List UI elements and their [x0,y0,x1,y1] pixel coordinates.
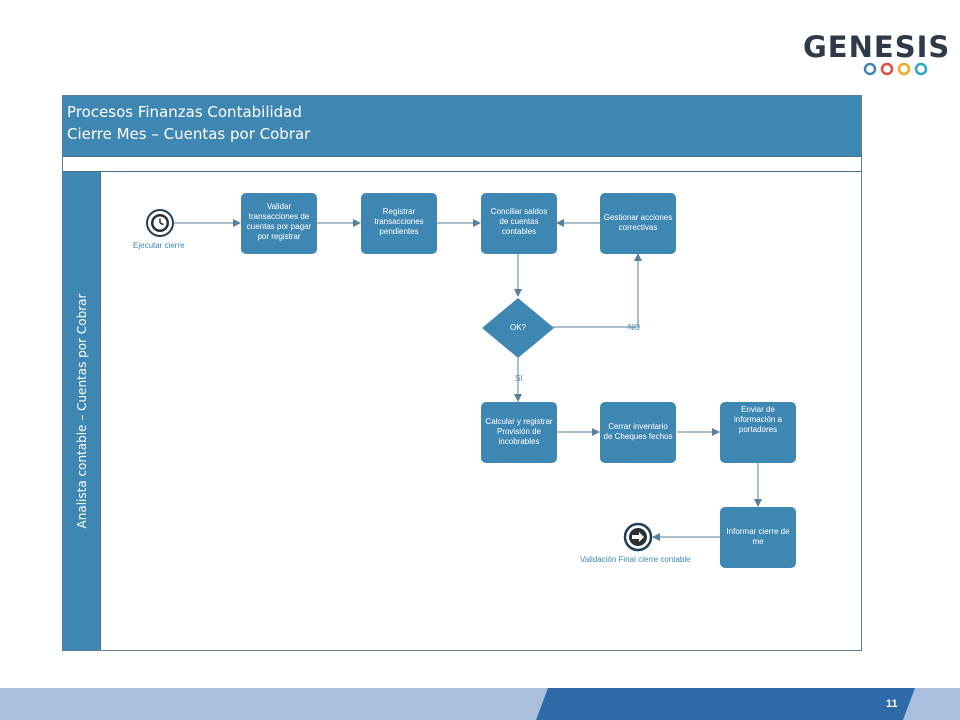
start-event-icon [146,209,174,237]
task-text: contables [501,227,537,236]
task-text: Cerrar inventario [608,422,668,431]
task-text: me [752,537,764,546]
task-text: cuentas por pagar [246,222,312,231]
task-cerrar-inventario[interactable]: Cerrar inventario de Cheques fechos [600,402,676,463]
gateway-label: OK? [509,323,526,332]
logo-circle [863,62,877,76]
task-validar-transacciones[interactable]: Validar transacciones de cuentas por pag… [241,193,317,254]
genesis-logo-text: GENESIS [803,30,951,64]
flow-gateway-no-to-gestionar [553,253,642,328]
pool-header [63,96,861,156]
footer-accent [536,688,915,720]
task-text: información a [733,415,783,424]
task-text: correctivas [618,223,658,232]
logo-circle [914,62,928,76]
task-text: Gestionar acciones [603,213,673,222]
task-text: transacciones de [248,212,310,221]
task-text: portadores [738,425,778,434]
task-enviar-informacion[interactable]: Enviar de información a portadores [720,402,796,463]
task-text: de Cheques fechos [603,432,673,441]
pool-separator [63,156,861,172]
task-registrar-transacciones[interactable]: Registrar transacciones pendientes [361,193,437,254]
task-text: Provisión de [496,427,542,436]
gateway-yes-label: SI [515,374,523,383]
lane-header [63,172,101,650]
task-text: por registrar [257,232,301,241]
task-text: Calcular y registrar [485,417,553,426]
task-text: Validar [266,202,292,211]
task-text: Conciliar saldos [490,207,548,216]
task-conciliar-saldos[interactable]: Conciliar saldos de cuentas contables [481,193,557,254]
genesis-logo-circles [863,62,928,76]
task-text: pendientes [379,227,419,236]
start-event-label: Ejecutar cierre [133,241,185,250]
gateway-no-label: NO [628,323,640,332]
pool-title-line2: Cierre Mes – Cuentas por Cobrar [67,125,311,143]
pool-title-line1: Procesos Finanzas Contabilidad [67,103,302,121]
end-event-label: Validación Final cierre contable [580,555,691,564]
page-number: 11 [886,698,898,710]
logo-circle [897,62,911,76]
task-text: de cuentas [499,217,539,226]
task-text: Registrar [382,207,416,216]
task-text: Informar cierre de [726,527,790,536]
task-gestionar-acciones[interactable]: Gestionar acciones correctivas [600,193,676,254]
task-calcular-provision[interactable]: Calcular y registrar Provisión de incobr… [481,402,557,463]
gateway-diamond [482,298,554,358]
logo-circle [880,62,894,76]
task-text: incobrables [498,437,540,446]
task-informar-cierre[interactable]: Informar cierre de me [720,507,796,568]
task-text: transacciones [374,217,424,226]
task-text: Enviar de [741,405,775,414]
end-event-icon [623,522,653,552]
